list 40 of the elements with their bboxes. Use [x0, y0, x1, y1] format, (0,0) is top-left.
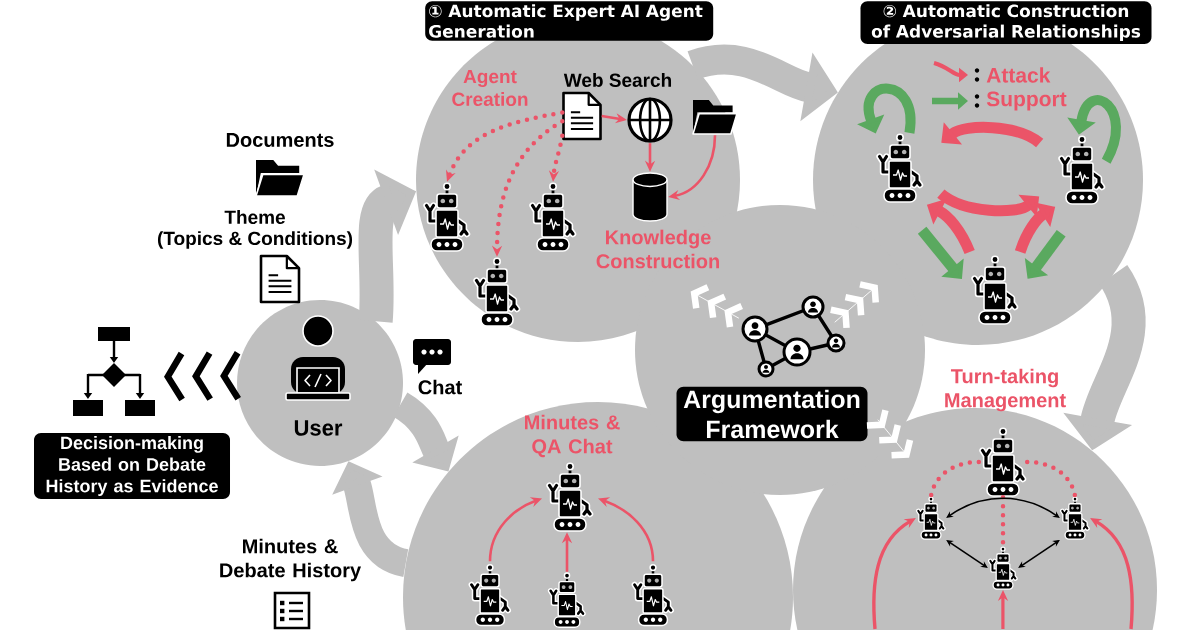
dotted-line	[1024, 459, 1078, 499]
stage-heading: Minutes & QA Chat	[525, 414, 620, 458]
input-label: Documents	[226, 133, 334, 147]
center-title: Argumentation Framework	[676, 386, 868, 442]
robot-icon	[916, 496, 946, 540]
robot-icon	[1058, 135, 1106, 205]
robot-icon	[876, 133, 924, 203]
step-caption: Agent Creation	[452, 70, 528, 107]
robot-icon	[473, 257, 521, 327]
robot-icon	[1060, 496, 1090, 540]
double-arrow	[946, 497, 1060, 518]
chevron-arrow	[690, 284, 743, 328]
robot-icon	[423, 182, 471, 252]
icon-caption: Web Search	[563, 73, 671, 87]
legend-label: Attack	[986, 67, 1051, 83]
robot-icon	[971, 255, 1019, 325]
label-box: Decision-making Based on Debate History as Evidence	[34, 433, 230, 499]
block-arrow	[941, 121, 1043, 148]
dotted-line	[928, 459, 982, 499]
robot-icon	[988, 546, 1018, 590]
chevron-arrow	[830, 281, 879, 329]
input-label: (Topics & Conditions)	[157, 231, 353, 249]
stage-heading: ② Automatic Construction of Adversarial Relationships	[860, 1, 1152, 45]
stage-heading: Turn-taking Management	[945, 368, 1066, 412]
robot-icon	[979, 427, 1027, 497]
input-label: Theme	[224, 210, 285, 224]
robot-icon	[529, 182, 577, 252]
step-caption: Knowledge Construction	[596, 229, 719, 269]
node-label: User	[294, 420, 343, 436]
stage-heading: ① Automatic Expert AI Agent Generation	[425, 1, 714, 41]
robot-icon	[546, 462, 594, 532]
folder-icon	[692, 100, 738, 135]
output-label: Minutes & Debate History	[220, 538, 361, 582]
legend-label: Support	[986, 91, 1067, 111]
robot-icon	[631, 563, 674, 627]
input-label: Chat	[418, 379, 462, 395]
chevron-arrow	[866, 409, 914, 459]
document-icon	[562, 91, 602, 141]
robot-icon	[468, 563, 511, 627]
robot-icon	[547, 572, 586, 628]
